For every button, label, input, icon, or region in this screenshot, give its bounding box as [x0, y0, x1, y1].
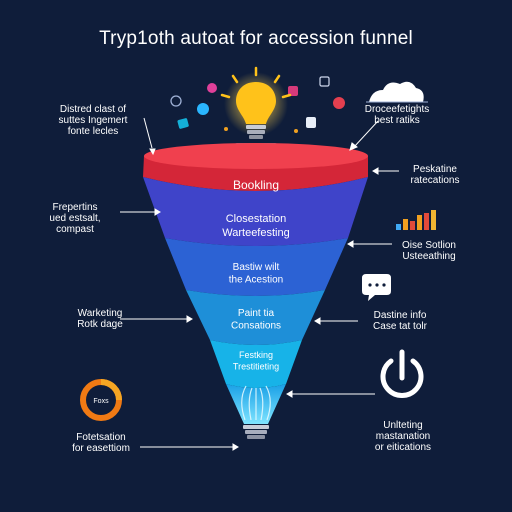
- bar-chart-icon: [396, 210, 436, 230]
- cloud-icon: [366, 81, 428, 103]
- floating-icons: [170, 76, 345, 133]
- chat-bubble-icon: [362, 274, 391, 301]
- donut-chart-icon: [80, 379, 122, 421]
- stage-line: Closestation: [226, 213, 287, 225]
- stage-line: Festking: [239, 350, 273, 360]
- stage-label-1: Bookling: [233, 178, 279, 192]
- stage-line: Trestitieting: [233, 361, 279, 371]
- stage-line: Consations: [231, 321, 281, 332]
- bulb-base-icon: [243, 425, 269, 439]
- stage-line: the Acestion: [229, 275, 283, 286]
- stage-label-3: Bastiw wilt the Acestion: [229, 262, 283, 286]
- funnel-stage-3: [165, 238, 348, 296]
- right-label-2: Peskatine ratecations: [410, 164, 460, 186]
- funnel-stage-2: [143, 177, 368, 246]
- page-title: Tryp1oth autoat for accession funnel: [99, 28, 413, 49]
- stage-line: Warteefesting: [222, 227, 289, 239]
- lightbulb-icon: [220, 66, 292, 154]
- left-label-3: Warketing Rotk dage: [77, 308, 123, 330]
- funnel-stage-5: [210, 340, 302, 388]
- stage-line: Bookling: [233, 178, 279, 192]
- funnel-stage-1: [143, 143, 368, 191]
- stage-line: Bastiw wilt: [233, 262, 280, 273]
- funnel-stage-4: [186, 290, 325, 345]
- left-label-2: Frepertins ued estsalt, compast: [49, 202, 101, 235]
- power-icon: [380, 349, 424, 398]
- stage-line: Paint tia: [238, 308, 275, 319]
- right-label-5: Unlteting mastanation or eitications: [374, 420, 432, 453]
- connector-arrows: [120, 117, 399, 451]
- left-label-1: Distred clast of suttes Ingemert fonte l…: [58, 104, 128, 137]
- right-label-1: Droceefetights best ratiks: [364, 104, 430, 126]
- donut-badge-text: Foxs: [93, 398, 109, 405]
- right-label-4: Dastine info Case tat tolr: [373, 310, 427, 332]
- right-label-3: Oise Sotlion Usteeathing: [402, 240, 456, 262]
- left-label-4: Fotetsation for easettiom: [72, 432, 130, 454]
